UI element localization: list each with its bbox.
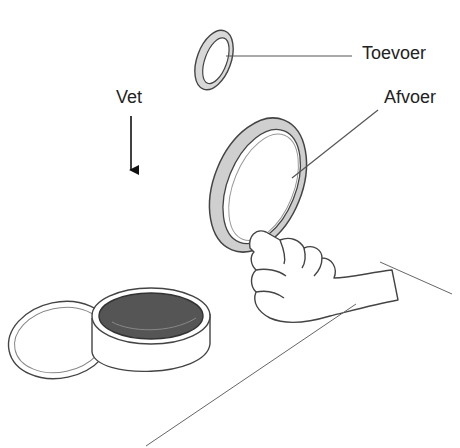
pointer-arrow bbox=[130, 116, 132, 170]
grease-jar bbox=[1, 288, 210, 388]
surface-line bbox=[380, 262, 452, 294]
hand bbox=[250, 231, 398, 323]
leader-line bbox=[226, 55, 352, 56]
supply-ring bbox=[187, 25, 240, 95]
part-label: Toevoer bbox=[362, 44, 426, 64]
part-label: Afvoer bbox=[384, 88, 436, 108]
part-label: Vet bbox=[116, 88, 142, 108]
leader-line bbox=[292, 110, 378, 178]
